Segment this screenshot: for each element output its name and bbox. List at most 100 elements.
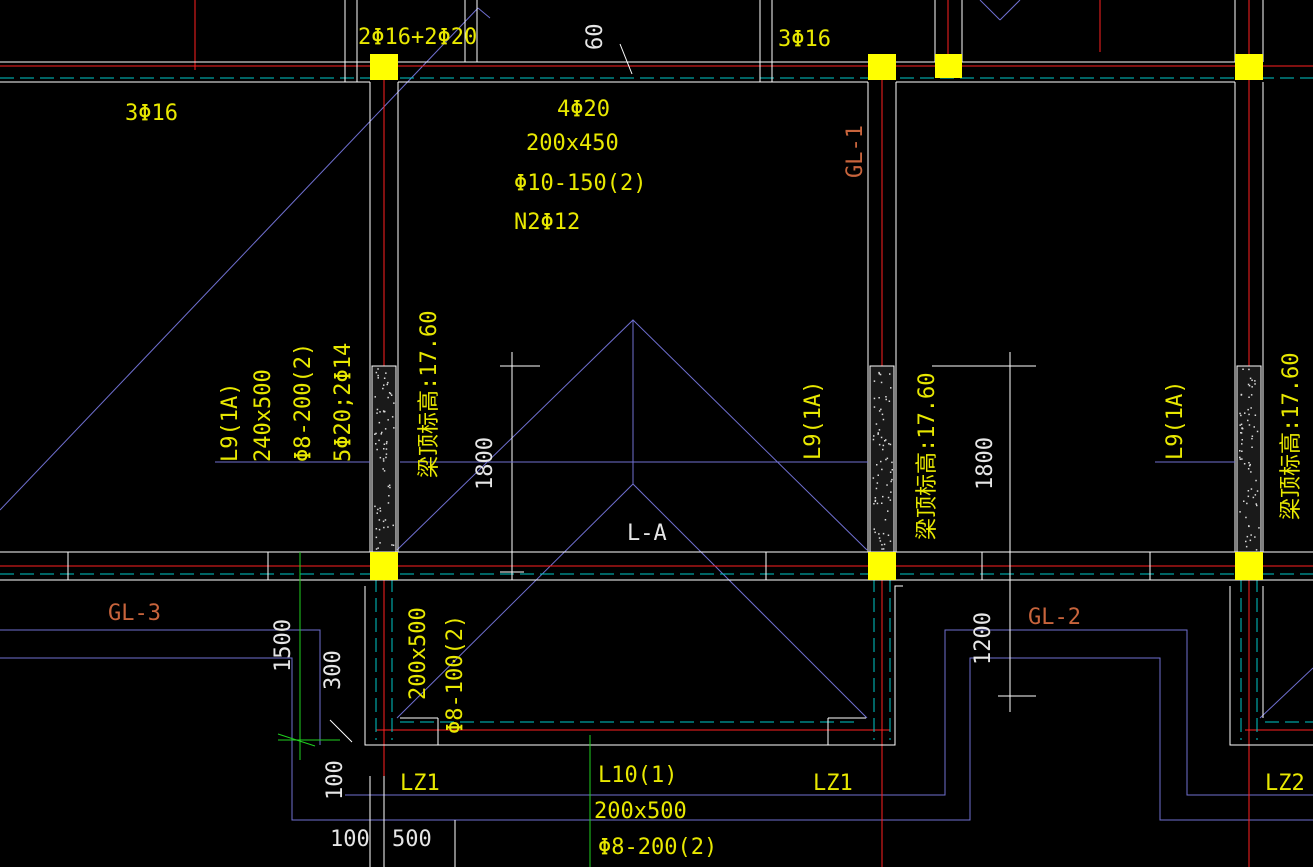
hatch-dot xyxy=(1255,479,1257,482)
hatch-dot xyxy=(1248,424,1251,426)
hatch-layer xyxy=(371,365,1262,553)
gl3-outline-inner xyxy=(0,629,321,745)
label-lz1-left: LZ1 xyxy=(400,771,440,796)
hatch-dot xyxy=(1244,412,1246,414)
hatch-dot xyxy=(388,484,391,486)
hatch-dot xyxy=(889,499,892,501)
hatch-dot xyxy=(890,387,892,389)
hatch-dot xyxy=(1241,427,1243,430)
hatch-dot xyxy=(873,406,876,408)
hatch-dot xyxy=(1239,456,1241,459)
hatch-dot xyxy=(872,477,875,479)
label-lower-size: 200x500 xyxy=(406,607,431,700)
hatch-dot xyxy=(1247,408,1249,411)
hatch-dot xyxy=(872,438,875,441)
label-la: L-A xyxy=(627,521,667,546)
hatch-dot xyxy=(1249,377,1252,380)
hatch-dot xyxy=(877,433,879,435)
column-mid-a xyxy=(370,552,398,580)
hatch-dot xyxy=(379,510,382,512)
label-l9-mid-name: L9(1A) xyxy=(801,381,826,460)
hatch-dot xyxy=(889,540,892,542)
hatch-dot xyxy=(1258,527,1260,529)
hatch-dot xyxy=(385,456,387,459)
hatch-dot xyxy=(382,387,384,390)
hatch-dot xyxy=(885,458,887,461)
hatch-col-b xyxy=(869,365,895,553)
hatch-dot xyxy=(391,544,393,546)
label-dim-1800-right: 1800 xyxy=(973,437,998,490)
hatch-dot xyxy=(1255,549,1258,551)
label-l9-left-name: L9(1A) xyxy=(218,383,243,462)
label-elev-b: 梁顶标高:17.60 xyxy=(915,373,940,540)
gl3-outline-outer xyxy=(0,657,1313,821)
label-gl3: GL-3 xyxy=(108,601,161,626)
hatch-dot xyxy=(382,468,384,470)
hatch-dot xyxy=(1256,504,1258,507)
hatch-dot xyxy=(885,396,887,398)
label-dim-1200: 1200 xyxy=(971,612,996,665)
label-layer: 2Φ16+2Φ20 60 3Φ16 3Φ16 4Φ20 200x450 Φ10-… xyxy=(108,24,1305,861)
label-beam-rebar: 4Φ20 xyxy=(557,97,610,122)
hatch-dot xyxy=(1252,496,1255,499)
hatch-dot xyxy=(1250,488,1253,490)
hatch-dot xyxy=(383,377,386,379)
column-mid-b xyxy=(868,552,896,580)
hatch-dot xyxy=(882,495,884,498)
hatch-dot xyxy=(1248,368,1250,371)
hatch-dot xyxy=(1249,539,1252,542)
hatch-dot xyxy=(375,371,378,374)
hatch-dot xyxy=(874,499,877,502)
hatch-dot xyxy=(883,543,886,546)
dim-300-tick xyxy=(329,719,353,743)
hatch-dot xyxy=(379,542,381,544)
hatch-dot xyxy=(877,432,879,434)
hatch-dot xyxy=(888,443,890,445)
dimension-layer xyxy=(215,43,1235,712)
hatch-dot xyxy=(382,520,385,523)
hatch-dot xyxy=(1245,516,1247,519)
hatch-dot xyxy=(1240,432,1242,434)
hatch-dot xyxy=(387,396,389,399)
hatch-dot xyxy=(377,377,379,379)
label-gl2: GL-2 xyxy=(1028,605,1081,630)
column-top-a xyxy=(370,54,398,80)
hatch-dot xyxy=(880,408,882,411)
hatch-dot xyxy=(1253,426,1255,428)
hatch-dot xyxy=(1241,450,1243,452)
hatch-dot xyxy=(376,408,379,411)
hatch-dot xyxy=(1247,468,1250,470)
hatch-dot xyxy=(879,373,882,376)
label-top-left-rebar: 2Φ16+2Φ20 xyxy=(358,25,477,50)
label-left-rebar: 3Φ16 xyxy=(125,101,178,126)
hatch-dot xyxy=(389,486,391,489)
hatch-dot xyxy=(887,496,890,499)
hatch-dot xyxy=(873,503,875,505)
hatch-dot xyxy=(391,416,394,418)
hatch-dot xyxy=(873,380,876,382)
hatch-dot xyxy=(1243,463,1246,465)
hatch-dot xyxy=(383,411,385,413)
hatch-dot xyxy=(876,464,878,466)
hatch-dot xyxy=(389,392,392,395)
hatch-dot xyxy=(377,508,379,511)
label-top-right-rebar: 3Φ16 xyxy=(778,27,831,52)
hatch-dot xyxy=(387,526,389,528)
lower-beam-right-outer xyxy=(1229,586,1313,746)
hatch-dot xyxy=(1240,414,1242,417)
dashed-beam-layer xyxy=(0,77,1313,740)
hatch-dot xyxy=(1250,471,1252,473)
hatch-dot xyxy=(886,484,888,486)
hatch-dot xyxy=(375,548,378,550)
label-dim-100: 100 xyxy=(330,827,370,852)
label-lower-stirrup: Φ8-100(2) xyxy=(443,615,468,734)
label-l9-left-size: 240x500 xyxy=(251,369,276,462)
hatch-dot xyxy=(383,526,385,529)
hatch-dot xyxy=(878,371,880,374)
label-beam-size: 200x450 xyxy=(526,131,619,156)
hatch-dot xyxy=(386,383,388,386)
hatch-dot xyxy=(890,491,892,493)
hatch-dot xyxy=(873,528,875,530)
hatch-dot xyxy=(377,547,379,549)
